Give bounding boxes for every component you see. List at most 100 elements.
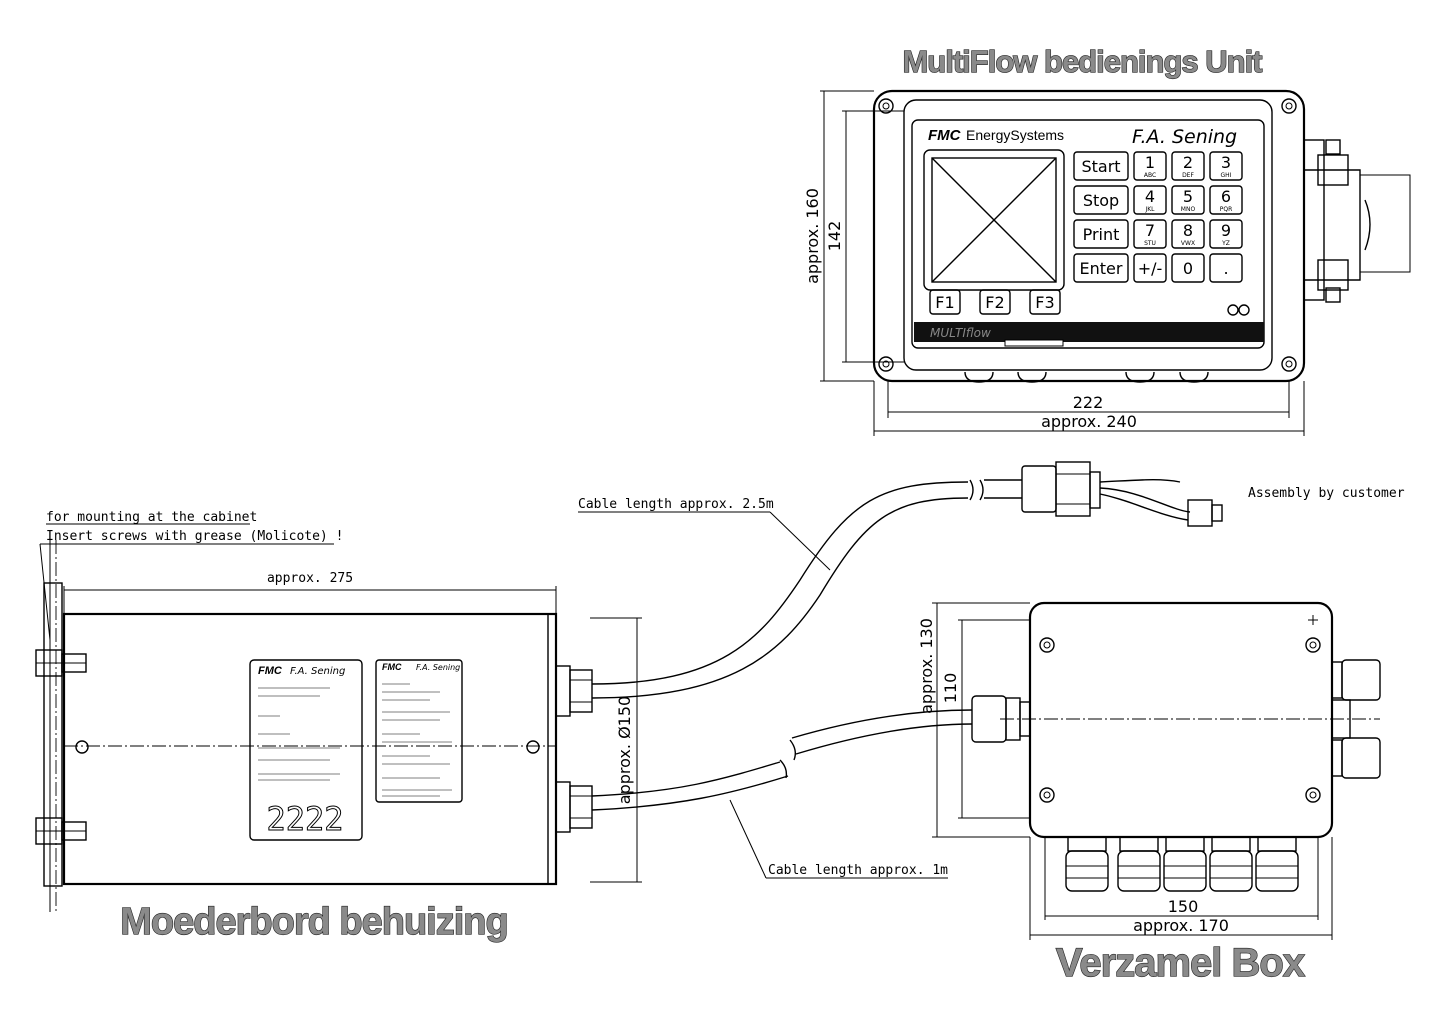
key-label: 6	[1221, 187, 1231, 206]
bottom-gland	[1065, 836, 1109, 892]
label-cable-long: Cable length approx. 2.5m	[578, 497, 774, 512]
key-label: 8	[1183, 221, 1193, 240]
nameplate-1	[249, 659, 363, 841]
key-f1[interactable]: F1	[929, 289, 961, 315]
nameplate-1-digits: 2222	[266, 800, 343, 838]
key-label: 9	[1221, 221, 1231, 240]
verzamel-box	[932, 601, 1381, 940]
unit-side-connector	[1303, 139, 1411, 303]
key-label: 1	[1145, 153, 1155, 172]
unit-panel	[911, 119, 1265, 349]
box-bottom-glands	[1065, 836, 1299, 892]
key-label: 3	[1221, 153, 1231, 172]
dim-motherboard-width: approx. 275	[267, 571, 353, 586]
motherboard-housing: approx. 275 approx. Ø150 FMC F.A. Sening…	[35, 510, 642, 912]
label-cable-short: Cable length approx. 1m	[768, 863, 948, 878]
nameplate-2-maker: F.A. Sening	[416, 663, 460, 672]
key-f2[interactable]: F2	[979, 289, 1011, 315]
key-sublabel: PQR	[1220, 206, 1233, 213]
bottom-gland	[1209, 836, 1253, 892]
key-sublabel: MNO	[1181, 206, 1196, 213]
key-sublabel: STU	[1144, 240, 1156, 247]
motherboard-glands	[555, 665, 593, 833]
key-enter[interactable]: Enter	[1073, 253, 1129, 283]
key-sublabel: GHI	[1221, 172, 1232, 179]
dim-box-height-outer: approx. 130	[917, 618, 936, 714]
unit-name-strip	[914, 322, 1264, 342]
key-label: 0	[1183, 259, 1193, 278]
label-assembly: Assembly by customer	[1248, 486, 1405, 501]
key-label: +/-	[1138, 259, 1163, 278]
nameplate-1-maker: F.A. Sening	[290, 666, 345, 677]
key-+-[interactable]: +/-	[1133, 253, 1167, 283]
unit-function-keys: F1 F2 F3	[929, 289, 1061, 315]
unit-strip-label: MULTIflow	[930, 326, 991, 340]
title-unit: MultiFlow bedienings Unit	[902, 44, 1262, 79]
nameplate-1-brand: FMC	[258, 665, 283, 677]
dim-box-height-inner: 110	[941, 673, 960, 704]
mounting-screws	[35, 649, 87, 845]
key-label: .	[1223, 259, 1228, 278]
key-sublabel: DEF	[1182, 172, 1194, 179]
note-mounting: for mounting at the cabinet	[46, 510, 257, 525]
bottom-gland	[1117, 836, 1161, 892]
led-indicator	[1227, 304, 1239, 316]
bottom-gland	[1255, 836, 1299, 892]
key-sublabel: YZ	[1221, 240, 1230, 247]
title-motherboard: Moederbord behuizing	[120, 901, 507, 943]
box-body	[1028, 601, 1334, 839]
key-label: 2	[1183, 153, 1193, 172]
unit-screws	[878, 98, 1297, 372]
unit-bottom-glands	[964, 371, 1209, 383]
fkey-label: F2	[985, 293, 1004, 312]
title-box: Verzamel Box	[1056, 941, 1305, 985]
fkey-label: F3	[1035, 293, 1054, 312]
unit-brand-logo: FMC	[928, 127, 962, 144]
key-sublabel: VWX	[1181, 240, 1195, 247]
key-dot[interactable]: .	[1209, 253, 1243, 283]
unit-dimensions	[820, 90, 1305, 436]
key-print[interactable]: Print	[1073, 219, 1129, 249]
dim-box-width-outer: approx. 170	[1133, 916, 1229, 935]
bottom-gland	[1163, 836, 1207, 892]
key-sublabel: ABC	[1144, 172, 1156, 179]
key-9[interactable]: 9YZ	[1209, 219, 1243, 249]
fkey-label: F1	[935, 293, 954, 312]
key-label: Enter	[1080, 259, 1123, 278]
key-stop[interactable]: Stop	[1073, 185, 1129, 215]
unit-display	[931, 157, 1057, 283]
key-f3[interactable]: F3	[1029, 289, 1061, 315]
key-label: 7	[1145, 221, 1155, 240]
key-sublabel: JKL	[1144, 206, 1155, 213]
cables	[578, 461, 1223, 879]
motherboard-body	[62, 612, 558, 886]
key-label: Stop	[1083, 191, 1119, 210]
key-label: 4	[1145, 187, 1155, 206]
key-0[interactable]: 0	[1171, 253, 1205, 283]
key-label: Start	[1081, 157, 1120, 176]
key-label: 5	[1183, 187, 1193, 206]
dim-box-width-inner: 150	[1168, 897, 1199, 916]
unit-maker: F.A. Sening	[1132, 126, 1237, 148]
unit-brand-suffix: EnergySystems	[966, 127, 1064, 143]
nameplate-2-brand: FMC	[382, 662, 402, 672]
dim-unit-width-inner: 222	[1073, 393, 1104, 412]
key-start[interactable]: Start	[1073, 151, 1129, 181]
nameplate-2	[375, 659, 463, 803]
unit-front-frame	[903, 99, 1273, 371]
dim-unit-height-outer: approx. 160	[803, 188, 822, 284]
mounting-plate	[43, 582, 63, 887]
key-label: Print	[1083, 225, 1120, 244]
